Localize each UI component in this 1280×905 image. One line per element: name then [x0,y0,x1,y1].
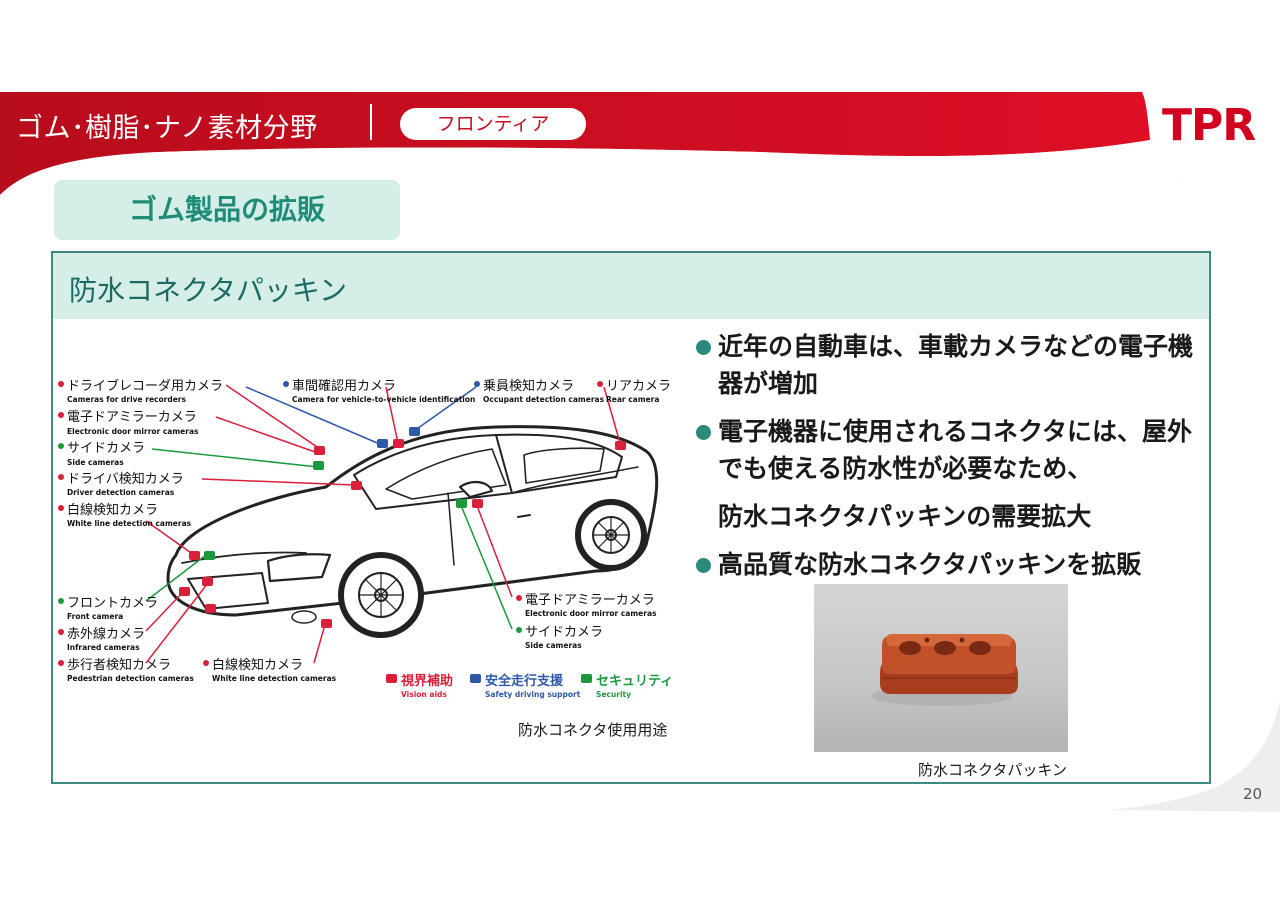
label-door-mirror-2-en: Electronic door mirror cameras [525,609,657,618]
legend-vision-icon [386,674,397,683]
label-door-mirror-en: Electronic door mirror cameras [67,427,199,436]
label-side-camera-2-jp: サイドカメラ [525,625,603,640]
topic-heading: ゴム製品の拡販 [54,180,400,240]
label-occupant-detection-jp: 乗員検知カメラ [483,378,574,394]
legend-security-icon [581,674,592,683]
label-rear-camera-en: Rear camera [606,395,659,404]
header-banner [0,92,1280,200]
label-side-camera-jp: サイドカメラ [67,441,145,456]
connector-packing-image [872,634,1018,706]
label-vehicle-distance-en: Camera for vehicle-to-vehicle identifica… [292,395,475,404]
label-infrared-jp: 赤外線カメラ [67,626,145,642]
label-driver-detection-jp: ドライバ検知カメラ [67,471,184,487]
car-illustration [166,425,659,638]
legend-security-jp: セキュリティ [596,674,673,689]
label-door-mirror-jp: 電子ドアミラーカメラ [67,410,197,425]
corner-swoosh [1110,700,1280,812]
label-front-camera-jp: フロントカメラ [67,596,158,611]
label-white-line-2-jp: 白線検知カメラ [212,657,303,673]
label-front-camera-en: Front camera [67,612,123,621]
label-drive-recorder-jp: ドライブレコーダ用カメラ [67,378,223,394]
content-header: 防水コネクタパッキン [53,253,1209,319]
label-white-line-jp: 白線検知カメラ [67,502,158,518]
legend-safety-jp: 安全走行支援 [485,673,564,689]
header-divider [370,104,372,140]
label-drive-recorder-en: Cameras for drive recorders [67,395,186,404]
bullet-text-continuation: 防水コネクタパッキンの需要拡大 [718,502,1092,531]
bullet-text: 高品質な防水コネクタパッキンを拡販 [718,550,1142,579]
label-white-line-en: White line detection cameras [67,519,192,528]
legend-vision-jp: 視界補助 [400,673,453,689]
tpr-logo: TPR [1162,100,1256,151]
label-side-camera-en: Side cameras [67,458,124,467]
label-rear-camera-jp: リアカメラ [606,379,671,394]
diagram-labels: ドライブレコーダ用カメラ Cameras for drive recorders… [58,378,671,683]
diagram-caption: 防水コネクタ使用用途 [518,721,668,739]
label-infrared-en: Infrared cameras [67,643,140,652]
content-frame: 防水コネクタパッキン [51,251,1211,784]
product-title: 防水コネクタパッキン [69,274,348,307]
bullet-list: 近年の自動車は、車載カメラなどの電子機器が増加 電子機器に使用されるコネクタには… [696,328,1196,594]
label-side-camera-2-en: Side cameras [525,641,582,650]
legend-safety-icon [470,674,481,683]
car-camera-diagram: ドライブレコーダ用カメラ Cameras for drive recorders… [58,378,673,699]
label-pedestrian-en: Pedestrian detection cameras [67,674,194,683]
label-pedestrian-jp: 歩行者検知カメラ [67,657,171,673]
callout-lines [145,384,621,664]
photo-caption: 防水コネクタパッキン [918,761,1067,779]
legend-vision-en: Vision aids [401,690,447,699]
category-badge: フロンティア [400,108,586,140]
bullet-item: 電子機器に使用されるコネクタには、屋外でも使える防水性が必要なため、 防水コネク… [696,413,1196,535]
legend-safety-en: Safety driving support [485,690,581,699]
bullet-item: 高品質な防水コネクタパッキンを拡販 [696,546,1196,583]
bullet-item: 近年の自動車は、車載カメラなどの電子機器が増加 [696,328,1196,402]
camera-markers [179,427,626,628]
diagram-legend: 視界補助 Vision aids 安全走行支援 Safety driving s… [386,673,673,699]
legend-security-en: Security [596,690,631,699]
bullet-text: 電子機器に使用されるコネクタには、屋外でも使える防水性が必要なため、 [718,417,1193,483]
page-number: 20 [1243,785,1263,803]
label-vehicle-distance-jp: 車間確認用カメラ [292,378,396,394]
label-door-mirror-2-jp: 電子ドアミラーカメラ [525,593,655,608]
label-driver-detection-en: Driver detection cameras [67,488,175,497]
product-photo [814,584,1068,752]
bullet-text: 近年の自動車は、車載カメラなどの電子機器が増加 [718,332,1194,398]
label-occupant-detection-en: Occupant detection cameras [483,395,605,404]
label-white-line-2-en: White line detection cameras [212,674,337,683]
section-title: ゴム･樹脂･ナノ素材分野 [16,113,318,144]
